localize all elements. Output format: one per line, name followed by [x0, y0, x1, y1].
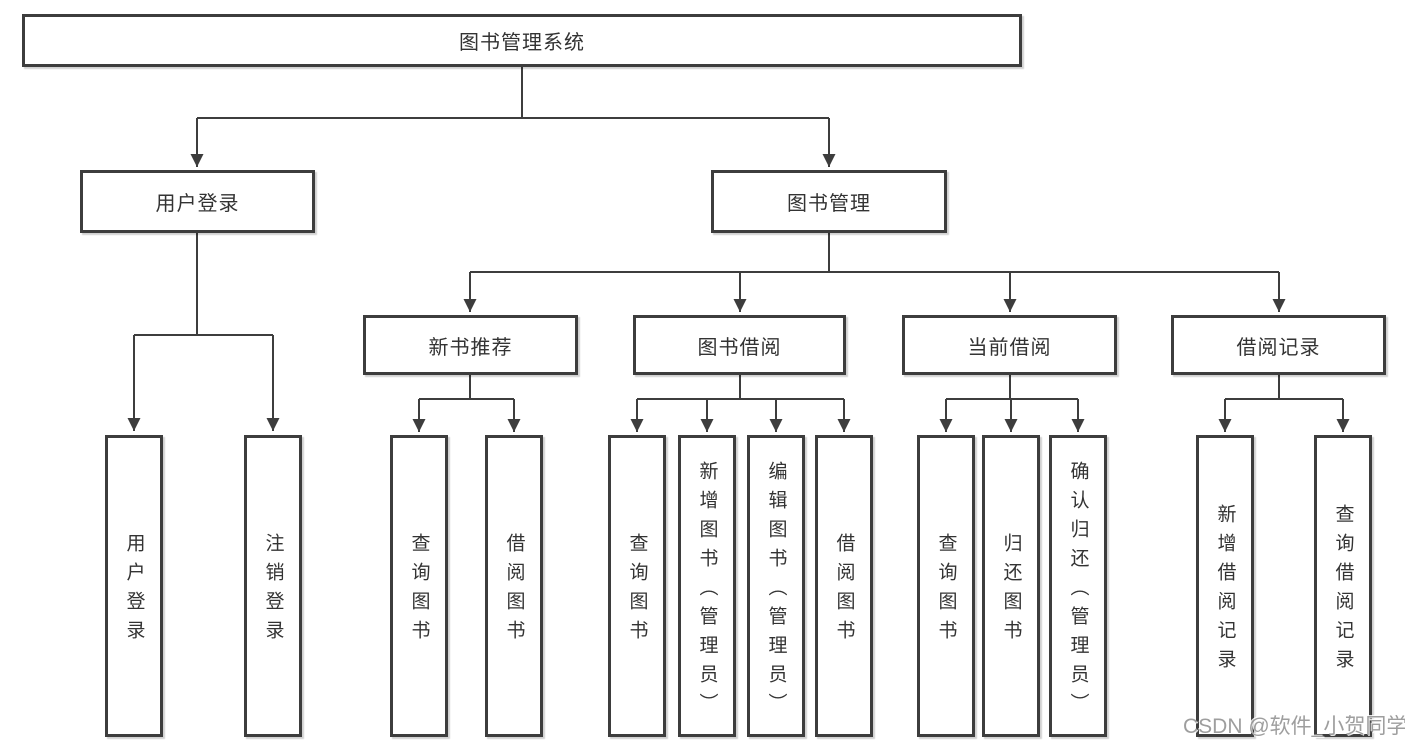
leaf-add-borrow-record-label: 新增借阅记录	[1214, 504, 1236, 678]
connector-arrows	[127, 118, 1350, 432]
leaf-edit-books-admin-label: 编辑图书（管理员）	[765, 460, 787, 722]
leaf-return-books-label: 归还图书	[1000, 533, 1022, 649]
leaf-user-login-label: 用户登录	[123, 533, 145, 649]
leaf-borrow-query-books-label: 查询图书	[626, 533, 648, 649]
leaf-recommend-query-books: 查询图书	[390, 435, 448, 737]
leaf-add-books-admin: 新增图书（管理员）	[678, 435, 736, 737]
leaf-recommend-borrow-books: 借阅图书	[485, 435, 543, 737]
leaf-query-borrow-record: 查询借阅记录	[1314, 435, 1372, 737]
node-book-management-group: 图书管理	[711, 170, 947, 233]
leaf-edit-books-admin: 编辑图书（管理员）	[747, 435, 805, 737]
leaf-return-books: 归还图书	[982, 435, 1040, 737]
node-root-label: 图书管理系统	[459, 32, 585, 54]
leaf-user-login: 用户登录	[105, 435, 163, 737]
csdn-watermark: CSDN @软件_小贺同学	[1183, 715, 1405, 738]
node-new-book-recommend-label: 新书推荐	[428, 336, 513, 359]
leaf-add-books-admin-label: 新增图书（管理员）	[696, 460, 718, 722]
leaf-logout: 注销登录	[244, 435, 302, 737]
node-new-book-recommend: 新书推荐	[363, 315, 578, 375]
leaf-current-query-books: 查询图书	[917, 435, 975, 737]
leaf-recommend-query-books-label: 查询图书	[408, 533, 430, 649]
leaf-confirm-return-admin-label: 确认归还（管理员）	[1067, 460, 1089, 722]
leaf-logout-label: 注销登录	[262, 533, 284, 649]
node-book-management-group-label: 图书管理	[787, 193, 871, 215]
leaf-current-query-books-label: 查询图书	[935, 533, 957, 649]
leaf-borrow-books: 借阅图书	[815, 435, 873, 737]
node-current-borrow-label: 当前借阅	[967, 336, 1052, 359]
node-current-borrow: 当前借阅	[902, 315, 1117, 375]
leaf-borrow-books-label: 借阅图书	[833, 533, 855, 649]
node-user-login-group: 用户登录	[80, 170, 315, 233]
connector-stems-and-bars	[134, 67, 1343, 400]
leaf-query-borrow-record-label: 查询借阅记录	[1332, 504, 1354, 678]
leaf-confirm-return-admin: 确认归还（管理员）	[1049, 435, 1107, 737]
leaf-add-borrow-record: 新增借阅记录	[1196, 435, 1254, 737]
node-borrow-record-label: 借阅记录	[1236, 336, 1321, 359]
node-borrow-record: 借阅记录	[1171, 315, 1386, 375]
node-book-borrow: 图书借阅	[633, 315, 846, 375]
node-book-borrow-label: 图书借阅	[697, 336, 782, 359]
node-root: 图书管理系统	[22, 14, 1022, 67]
leaf-recommend-borrow-books-label: 借阅图书	[503, 533, 525, 649]
leaf-borrow-query-books: 查询图书	[608, 435, 666, 737]
node-user-login-group-label: 用户登录	[155, 193, 240, 215]
